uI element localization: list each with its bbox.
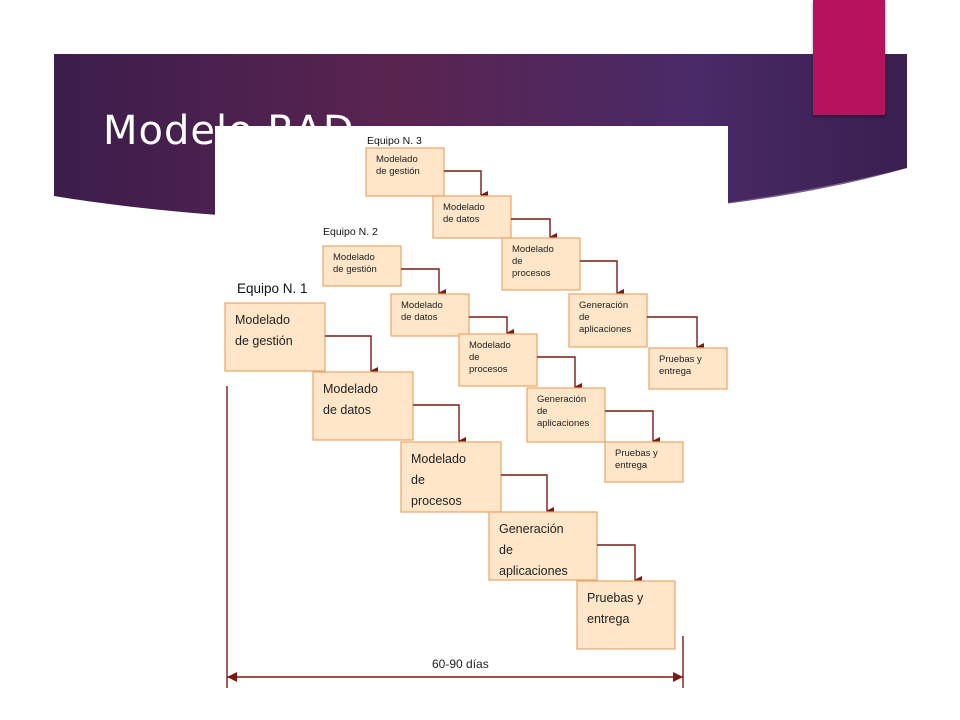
flow-arrow <box>580 260 624 297</box>
step-box <box>458 333 538 387</box>
flow-arrow <box>325 335 378 375</box>
step-label: Modelado <box>401 300 443 311</box>
step-label: Modelado <box>333 252 375 263</box>
step-label: de datos <box>443 214 480 225</box>
process-step: Modelado de datos <box>312 371 414 441</box>
team-label: Equipo N. 3 <box>367 135 422 147</box>
step-label: Modelado <box>512 244 554 255</box>
step-label: de <box>537 406 548 417</box>
team-label: Equipo N. 1 <box>237 281 308 296</box>
step-label: Modelado <box>323 382 378 396</box>
step-label: Modelado <box>411 452 466 466</box>
step-box <box>648 347 728 390</box>
step-box <box>604 441 684 483</box>
flow-arrow <box>413 404 466 445</box>
process-step: Modelado de procesos <box>400 441 502 513</box>
step-label: Generación <box>499 522 564 536</box>
flow-arrow <box>647 316 704 351</box>
step-label: Modelado <box>443 202 485 213</box>
step-label: aplicaciones <box>579 324 632 335</box>
step-box <box>224 302 326 372</box>
step-label: Generación <box>537 394 586 405</box>
flow-arrow <box>511 218 557 241</box>
step-box <box>432 195 512 239</box>
step-label: Pruebas y <box>659 354 702 365</box>
step-label: de <box>499 543 513 557</box>
step-label: de <box>512 256 523 267</box>
step-label: entrega <box>615 460 648 471</box>
accent-tab <box>813 0 885 115</box>
flow-arrow <box>401 268 446 297</box>
duration-label: 60-90 días <box>432 657 489 671</box>
step-box <box>568 293 648 348</box>
flow-arrow <box>605 410 660 445</box>
step-label: de gestión <box>376 166 420 177</box>
flow-arrow <box>469 316 514 337</box>
step-box <box>365 147 445 197</box>
step-label: procesos <box>411 494 462 508</box>
process-step: Modelado de gestión <box>224 302 326 372</box>
step-label: Pruebas y <box>615 448 658 459</box>
step-label: Generación <box>579 300 628 311</box>
step-label: aplicaciones <box>499 564 568 578</box>
team-label: Equipo N. 2 <box>323 226 378 238</box>
step-label: aplicaciones <box>537 418 590 429</box>
flow-arrow <box>501 474 554 515</box>
step-label: de <box>579 312 590 323</box>
step-box <box>488 511 598 581</box>
step-label: entrega <box>659 366 692 377</box>
flow-arrow <box>597 544 642 584</box>
process-step: Generación de aplicaciones <box>488 511 598 581</box>
step-label: de datos <box>323 403 371 417</box>
step-box <box>526 387 606 443</box>
step-label: Modelado <box>469 340 511 351</box>
step-box <box>501 237 581 291</box>
step-label: de gestión <box>333 264 377 275</box>
step-box <box>576 580 676 650</box>
step-box <box>322 245 402 287</box>
step-label: de gestión <box>235 334 293 348</box>
duration-arrow-left <box>227 672 237 682</box>
step-label: Modelado <box>235 313 290 327</box>
step-label: de datos <box>401 312 438 323</box>
flow-arrow <box>537 356 582 391</box>
step-label: Modelado <box>376 154 418 165</box>
step-box <box>312 371 414 441</box>
step-label: de <box>469 352 480 363</box>
process-step: Pruebas y entrega <box>576 580 676 650</box>
step-box <box>390 293 470 337</box>
step-label: procesos <box>469 364 508 375</box>
step-label: entrega <box>587 612 629 626</box>
step-label: Pruebas y <box>587 591 644 605</box>
step-box <box>400 441 502 513</box>
duration-arrow-right <box>673 672 683 682</box>
flow-arrow <box>444 170 488 199</box>
step-label: procesos <box>512 268 551 279</box>
step-label: de <box>411 473 425 487</box>
